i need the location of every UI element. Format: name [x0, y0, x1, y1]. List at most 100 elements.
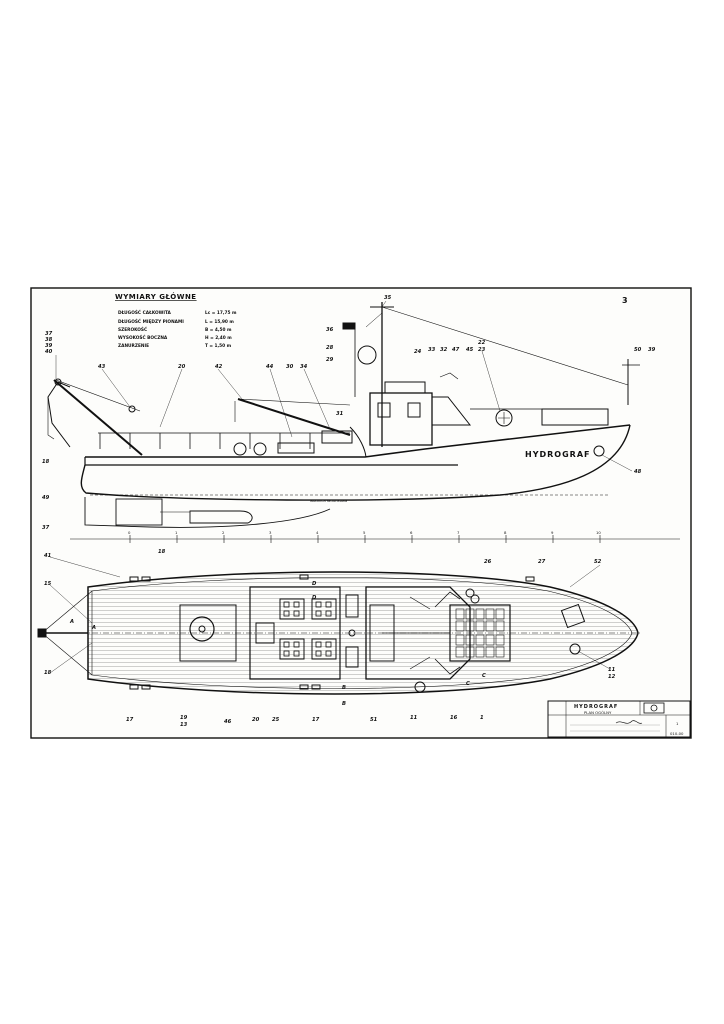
bollard — [299, 574, 309, 580]
fore-box — [541, 408, 609, 426]
skylight — [279, 638, 305, 660]
part-label: 29 — [326, 357, 334, 363]
section-mark: D — [312, 581, 317, 587]
dim-value: L = 15,90 m — [205, 319, 234, 325]
capstan-icon — [189, 616, 215, 642]
part-label: 16 — [450, 715, 458, 721]
part-label: 18 — [42, 459, 50, 465]
hatch-small — [345, 646, 359, 668]
dim-value: H = 2,40 m — [205, 335, 232, 341]
part-label: 37 — [42, 525, 50, 531]
part-label: 17 — [312, 717, 320, 723]
wheelhouse-roof — [384, 381, 426, 394]
part-label: 11 — [410, 715, 417, 721]
frame-number: 9 — [551, 530, 554, 535]
hatch-small — [345, 594, 359, 618]
frame-number: 3 — [269, 530, 272, 535]
frame-number: 5 — [363, 530, 366, 535]
bollard — [129, 684, 139, 690]
skylight — [279, 598, 305, 620]
side-labels: 37 38 39 40 43 20 42 44 30 34 35 36 28 2… — [42, 295, 656, 555]
part-label: 34 — [300, 364, 308, 370]
ship-name-label: HYDROGRAF — [525, 450, 590, 459]
bottom-plan — [84, 497, 331, 528]
aft-boom-wire — [55, 379, 141, 412]
mid-boom-wire — [237, 398, 351, 406]
part-label: 17 — [126, 717, 134, 723]
boom-end-icon — [37, 628, 47, 638]
dim-label: SZEROKOŚĆ — [118, 326, 147, 333]
deck-planking — [88, 572, 638, 694]
dim-label: WYSOKOŚĆ BOCZNA — [118, 334, 168, 341]
part-label: 13 — [180, 722, 188, 728]
part-label: 28 — [326, 345, 334, 351]
part-label: 45 — [466, 347, 474, 353]
sheer-line — [84, 457, 458, 466]
sheet-border — [30, 287, 692, 739]
title-block-subtitle: PLAN OGÓLNY — [584, 710, 612, 715]
wheelhouse — [369, 392, 433, 446]
aft-hatch — [179, 604, 237, 662]
corner-mark: 3 — [622, 296, 629, 305]
frame-number: 0 — [128, 530, 131, 535]
boom-head-block — [54, 378, 62, 386]
maker-logo — [643, 702, 665, 714]
part-label: 44 — [266, 364, 274, 370]
deck-line — [85, 424, 631, 458]
title-block-name: HYDROGRAF — [574, 704, 618, 710]
dimensions-table: DŁUGOŚĆ CAŁKOWITA Lc = 17,75 m DŁUGOŚĆ M… — [118, 309, 237, 349]
frame-number: 8 — [504, 530, 507, 535]
part-label: 11 — [608, 667, 615, 673]
part-label: 23 — [478, 347, 486, 353]
bollard — [141, 684, 151, 690]
frame-number: 7 — [457, 530, 460, 535]
skylight — [311, 638, 337, 660]
part-label: 50 — [634, 347, 642, 353]
plan-labels: 41 15 18 17 19 13 46 20 25 17 51 11 16 1… — [44, 553, 616, 728]
part-label: 26 — [484, 559, 492, 565]
engine-seat — [115, 498, 163, 526]
anchor-hawse-icon — [593, 445, 605, 457]
part-label: 36 — [326, 327, 334, 333]
leader-lines — [49, 300, 633, 674]
general-arrangement-drawing: WYMIARY GŁÓWNE DŁUGOŚĆ CAŁKOWITA Lc = 17… — [30, 287, 692, 739]
guy-line — [41, 590, 93, 634]
bitt-line — [434, 658, 461, 675]
part-label: 33 — [428, 347, 436, 353]
waterline-label: wodnica ładunkowa — [310, 498, 347, 503]
part-label: 43 — [98, 364, 106, 370]
rail-stanchions — [99, 433, 311, 449]
part-label: 24 — [414, 349, 422, 355]
part-label: 49 — [42, 495, 50, 501]
bollard — [525, 576, 535, 582]
side-elevation: wodnica ładunkowa — [47, 302, 640, 503]
part-label: 22 — [478, 340, 486, 346]
deck-plan — [37, 571, 640, 695]
skylight — [311, 598, 337, 620]
rigging-line — [365, 312, 383, 328]
part-label: 18 — [158, 549, 166, 555]
deck-locker — [321, 430, 353, 444]
stair-line — [409, 596, 431, 670]
part-label: 46 — [224, 719, 232, 725]
part-label: 48 — [634, 469, 642, 475]
winch-drum — [233, 442, 247, 456]
part-label: 47 — [452, 347, 460, 353]
deck-winch — [277, 442, 315, 454]
part-label: 51 — [370, 717, 377, 723]
part-label: 52 — [594, 559, 602, 565]
companion-line — [349, 426, 367, 458]
section-mark: C — [466, 681, 470, 687]
title-block: HYDROGRAF PLAN OGÓLNY 1 010-00 — [547, 700, 691, 738]
wheelhouse-window — [407, 402, 421, 418]
frame-number: 2 — [222, 530, 225, 535]
dim-label: ZANURZENIE — [118, 343, 149, 349]
wheel-spokes — [498, 412, 510, 424]
frame-numbers: 0 1 2 3 4 5 6 7 8 9 10 — [128, 530, 601, 535]
dim-label: DŁUGOŚĆ MIĘDZY PIONAMI — [118, 318, 184, 325]
fore-hatch — [449, 604, 511, 662]
hull-outline — [80, 424, 631, 501]
part-label: 15 — [44, 581, 52, 587]
skeg-outline — [189, 510, 253, 524]
frame-number: 10 — [596, 530, 601, 535]
